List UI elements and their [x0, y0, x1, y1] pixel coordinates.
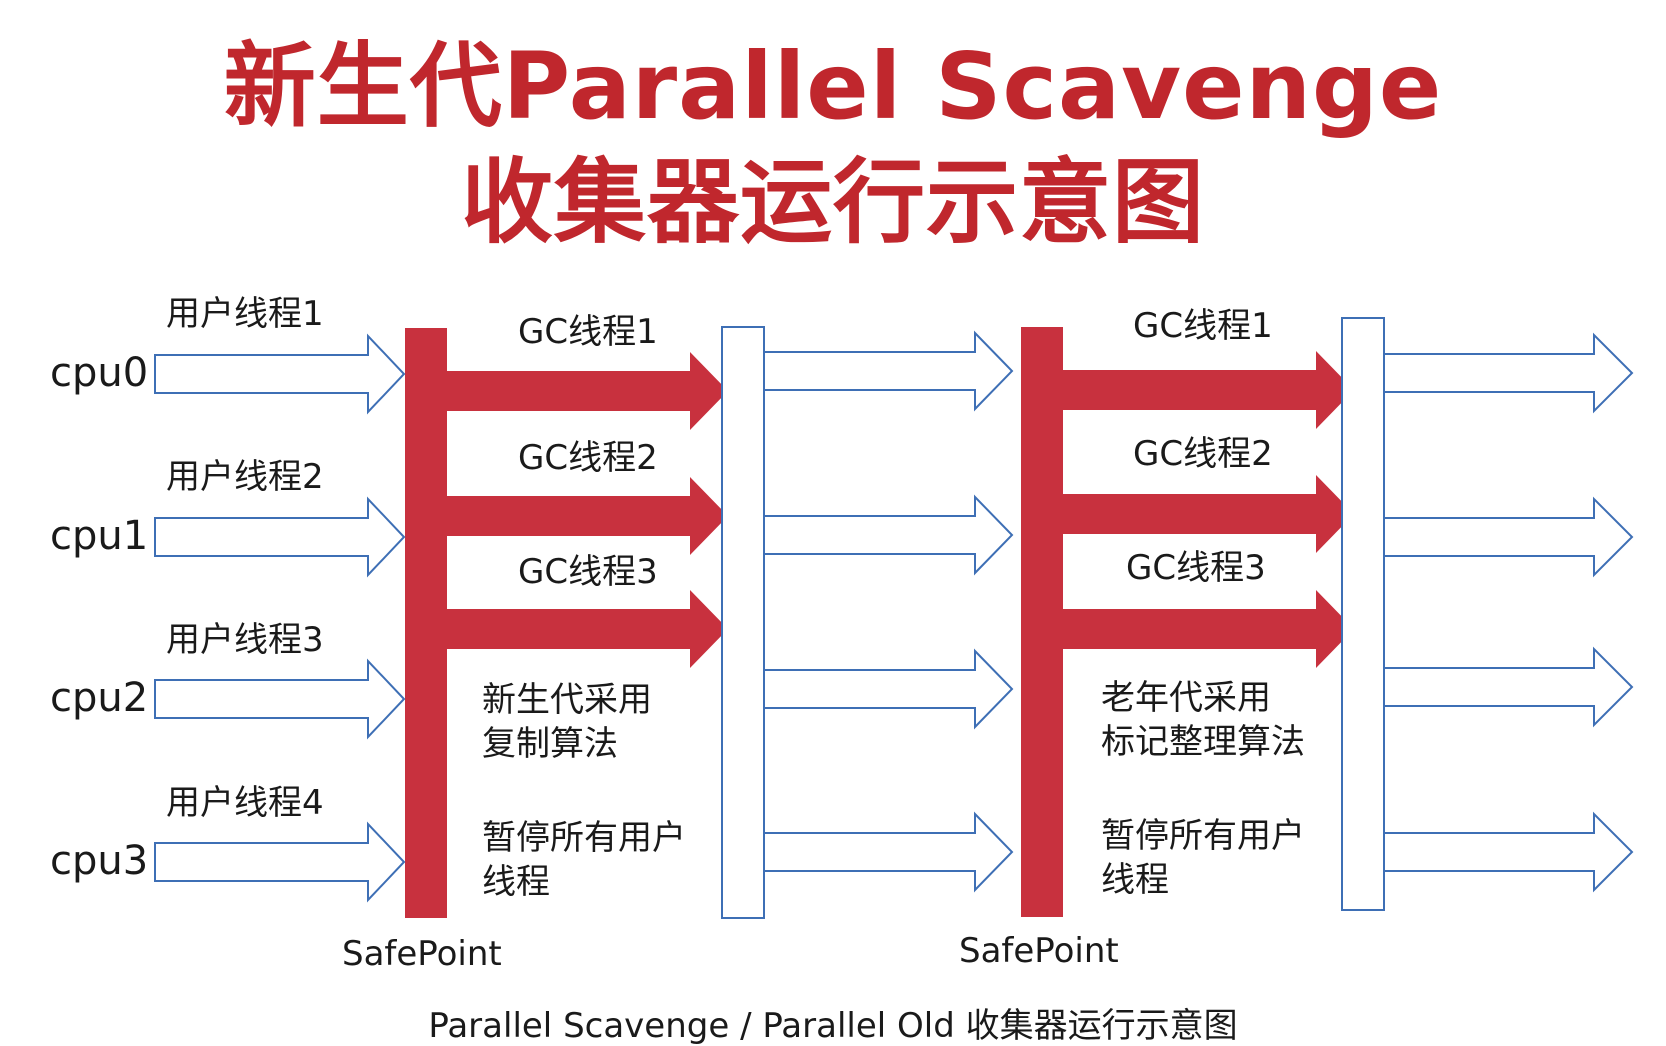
user-arrow-cpu0-pre — [154, 333, 406, 415]
phase2-gc-arrow-2 — [1063, 475, 1354, 553]
phase2-safepoint-bar — [1021, 327, 1063, 917]
user-arrow-group-2 — [763, 330, 1014, 893]
cpu-label-2: cpu2 — [50, 675, 149, 721]
cpu-label-1: cpu1 — [50, 513, 149, 559]
user-arrow-cpu3-post — [1383, 811, 1634, 893]
phase2-gc-label-2: GC线程2 — [1133, 434, 1273, 474]
phase2-pause-note: 暂停所有用户 线程 — [1101, 816, 1305, 900]
phase2-gc-arrow-1 — [1063, 351, 1354, 429]
user-arrow-cpu3-pre — [154, 821, 406, 903]
phase2-gc-arrow-3 — [1063, 590, 1354, 668]
phase1-gc-group — [405, 326, 765, 919]
user-thread-label-4: 用户线程4 — [166, 783, 324, 823]
phase1-safepoint-label: SafePoint — [342, 934, 502, 974]
user-arrow-cpu1-pre — [154, 496, 406, 578]
phase1-gc-label-1: GC线程1 — [518, 312, 658, 352]
phase1-algorithm-note: 新生代采用 复制算法 — [482, 680, 652, 764]
user-arrow-group-3 — [1383, 332, 1634, 893]
phase2-gc-label-1: GC线程1 — [1133, 306, 1273, 346]
phase2-gc-label-3: GC线程3 — [1126, 548, 1266, 588]
phase1-end-barrier — [721, 326, 765, 919]
phase1-gc-arrow-1 — [447, 352, 728, 430]
phase1-gc-label-3: GC线程3 — [518, 552, 658, 592]
user-arrow-cpu0-post — [1383, 332, 1634, 414]
phase2-gc-group — [1021, 317, 1385, 917]
user-arrow-group-1 — [154, 333, 406, 903]
diagram-title-line1: 新生代Parallel Scavenge — [223, 33, 1443, 140]
phase2-end-barrier — [1341, 317, 1385, 911]
user-thread-label-3: 用户线程3 — [166, 620, 324, 660]
phase1-gc-label-2: GC线程2 — [518, 438, 658, 478]
phase1-safepoint-bar — [405, 328, 447, 918]
phase2-safepoint-label: SafePoint — [959, 931, 1119, 971]
user-arrow-cpu2-pre — [154, 658, 406, 740]
cpu-label-0: cpu0 — [50, 350, 149, 396]
phase1-pause-note: 暂停所有用户 线程 — [482, 818, 686, 902]
diagram-caption: Parallel Scavenge / Parallel Old 收集器运行示意… — [428, 1006, 1238, 1046]
user-arrow-cpu3-mid — [763, 811, 1014, 893]
user-arrow-cpu1-mid — [763, 494, 1014, 576]
phase2-algorithm-note: 老年代采用 标记整理算法 — [1101, 678, 1305, 762]
user-arrow-cpu2-post — [1383, 646, 1634, 728]
phase1-gc-arrow-3 — [447, 590, 728, 668]
user-arrow-cpu2-mid — [763, 648, 1014, 730]
phase1-gc-arrow-2 — [447, 477, 728, 555]
cpu-label-3: cpu3 — [50, 838, 149, 884]
user-arrow-cpu0-mid — [763, 330, 1014, 412]
diagram-title-line2: 收集器运行示意图 — [460, 149, 1205, 256]
user-thread-label-2: 用户线程2 — [166, 457, 324, 497]
user-arrow-cpu1-post — [1383, 496, 1634, 578]
user-thread-label-1: 用户线程1 — [166, 294, 324, 334]
